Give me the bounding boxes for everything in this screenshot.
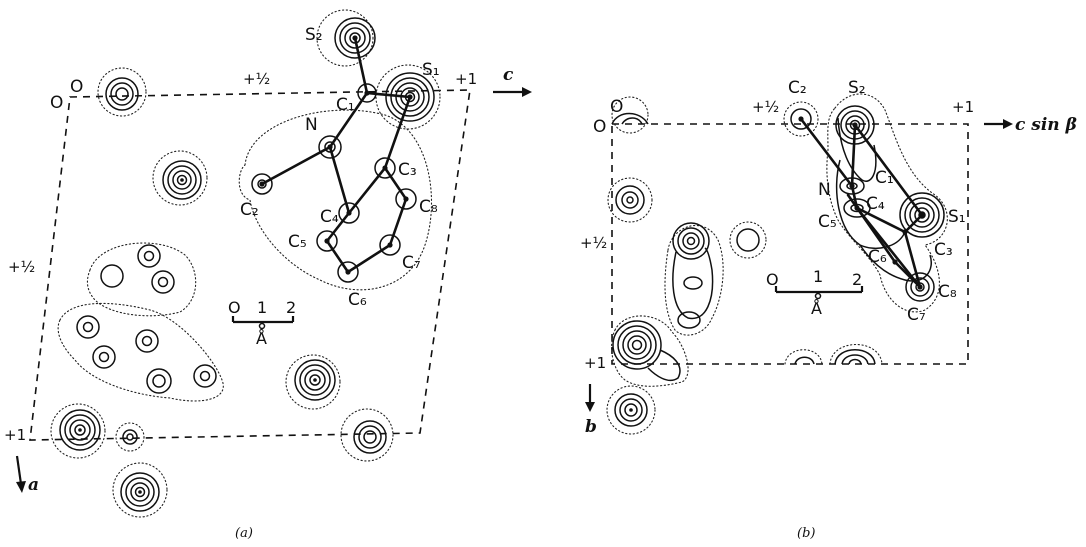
molecule-bonds-a (259, 35, 413, 275)
origin-mark: O (610, 97, 623, 117)
scale-one: 1 (813, 267, 823, 286)
atom-label: C₈ (419, 197, 438, 217)
unit-cell-b (611, 123, 969, 365)
scale-unit: Å (811, 299, 822, 318)
atom-label: C₂ (240, 200, 259, 220)
atom-labels-b: C₂ S₂ N C₁ C₄ C₅ S₁ C₆ C₃ C₈ C₇ (788, 78, 966, 325)
caption-a: (a) (235, 526, 253, 541)
axis-label-a: a (28, 475, 39, 495)
atom-label: C₆ (348, 290, 367, 310)
atom-label: C₁ (336, 95, 355, 115)
atom-label: C₁ (875, 168, 894, 188)
half-mark-c: +½ (243, 70, 270, 88)
one-mark-b: +1 (584, 354, 606, 372)
atom-label: C₄ (320, 207, 339, 227)
scale-one: 1 (257, 298, 267, 317)
origin-mark: O (70, 77, 83, 97)
one-mark-a: +1 (4, 426, 26, 444)
atom-label: C₆ (868, 247, 887, 267)
density-contours-a (59, 17, 435, 512)
atom-label: C₇ (907, 305, 926, 325)
atom-label: C₂ (788, 78, 807, 98)
scale-unit: Å (256, 329, 267, 348)
atom-label: C₇ (402, 253, 421, 273)
atom-label: S₁ (948, 207, 966, 227)
unit-cell-a (29, 89, 471, 441)
scale-two: 2 (286, 298, 296, 317)
atom-label: N (305, 115, 318, 135)
panel-b: C₂ S₂ N C₁ C₄ C₅ S₁ C₆ C₃ C₈ C₇ O O +½ +… (580, 78, 1077, 541)
atom-label: S₂ (305, 25, 323, 45)
atom-labels-a: S₂ S₁ C₁ N C₂ C₃ C₄ C₈ C₅ C₇ C₆ (240, 25, 440, 310)
axis-a-arrow: a (15, 455, 39, 495)
origin-mark: O (593, 117, 606, 137)
density-envelopes-a (50, 9, 441, 518)
panel-a: S₂ S₁ C₁ N C₂ C₃ C₄ C₈ C₅ C₇ C₆ O O +½ +… (4, 9, 532, 541)
scale-zero: O (228, 298, 241, 317)
half-mark-a: +½ (8, 258, 35, 276)
caption-b: (b) (797, 526, 815, 541)
axis-label-c-sin-beta: c sin β (1015, 115, 1077, 135)
axis-label-b: b (585, 417, 597, 437)
scale-two: 2 (852, 270, 862, 289)
density-contours-b (611, 105, 945, 427)
half-mark-b: +½ (580, 234, 607, 252)
one-mark-c: +1 (455, 70, 477, 88)
atom-label: S₁ (422, 60, 440, 80)
atom-label: C₃ (934, 240, 953, 260)
axis-c-arrow: c (493, 65, 532, 97)
scale-zero: O (766, 270, 779, 289)
origin-mark: O (50, 93, 63, 113)
one-mark-c: +1 (952, 98, 974, 116)
atom-label: C₅ (288, 232, 307, 252)
atom-label: N (818, 180, 831, 200)
atom-label: C₈ (938, 282, 957, 302)
cell-marks-b: O O +½ +1 +½ +1 (580, 97, 974, 372)
scale-bar-a: O 1 2 Å (228, 298, 296, 348)
scale-bar-b: O 1 2 Å (766, 267, 864, 318)
axis-b-arrow: b (585, 384, 597, 437)
half-mark-c: +½ (752, 98, 779, 116)
atom-label: C₅ (818, 212, 837, 232)
atom-label: C₄ (866, 194, 885, 214)
density-envelopes-b (606, 93, 948, 435)
molecule-bonds-b (798, 116, 925, 290)
atom-label: C₃ (398, 160, 417, 180)
axis-c-sin-beta-arrow: c sin β (984, 115, 1077, 135)
atom-label: S₂ (848, 78, 866, 98)
axis-label-c: c (503, 65, 514, 85)
cell-marks-a: O O +½ +1 +½ +1 (4, 70, 477, 444)
